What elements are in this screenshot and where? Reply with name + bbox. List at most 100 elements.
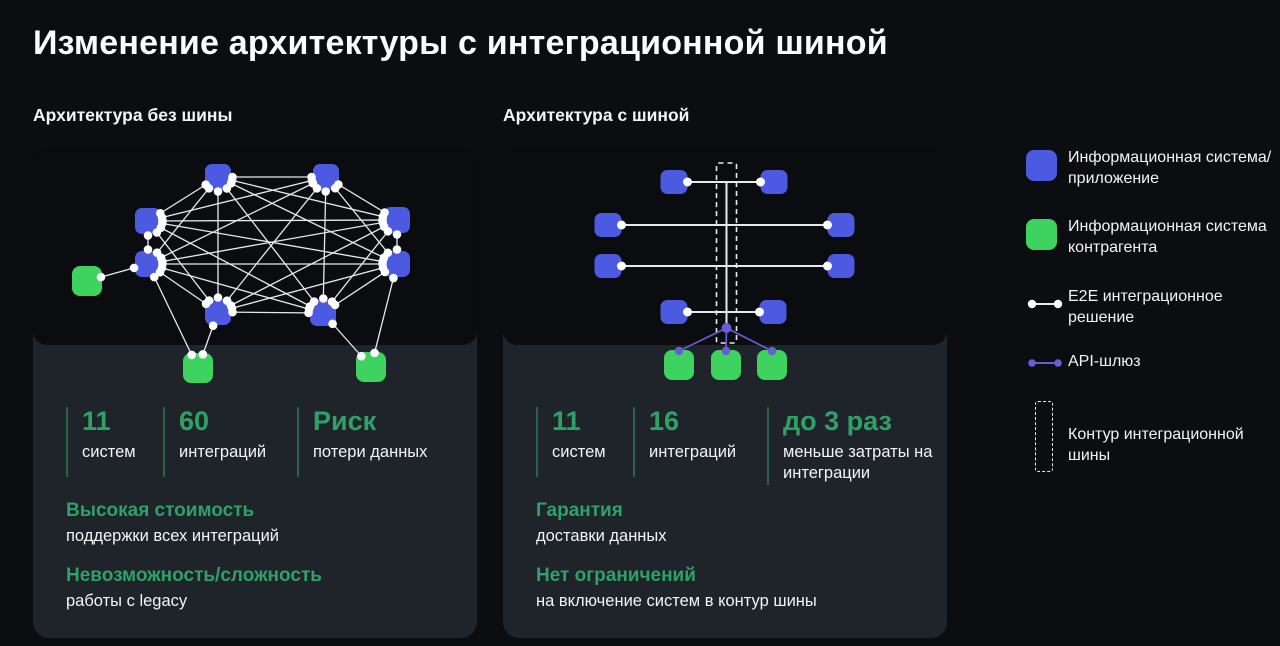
app-node — [205, 299, 231, 325]
bus-contour-icon — [1035, 401, 1053, 472]
connection-point — [156, 253, 166, 262]
connection-point — [392, 245, 402, 254]
integration-link — [147, 220, 324, 314]
connection-point — [213, 293, 223, 302]
partner-node — [757, 350, 787, 380]
legend-item-bus-contour: Контур интеграционной шины — [1022, 399, 1274, 472]
connection-point — [379, 253, 389, 262]
connection-point — [155, 267, 165, 277]
connection-point — [328, 319, 337, 329]
app-node — [135, 208, 161, 234]
integration-link — [217, 176, 324, 314]
connection-point — [305, 301, 315, 311]
note-item: Высокая стоимость поддержки всех интегра… — [66, 500, 459, 546]
connection-point — [756, 177, 765, 187]
app-node — [594, 254, 622, 278]
partner-node — [183, 353, 213, 383]
stat-systems: 11 систем — [536, 407, 628, 477]
app-node — [660, 300, 688, 324]
integration-link — [322, 312, 372, 368]
app-node — [384, 207, 410, 233]
connection-point — [198, 350, 208, 359]
partner-system-icon — [1026, 219, 1057, 250]
connection-point — [149, 272, 159, 282]
stat-value: 11 — [552, 406, 581, 436]
note-desc: доставки данных — [536, 526, 667, 545]
app-system-icon — [1026, 150, 1057, 181]
connection-point — [96, 272, 106, 282]
bus-diagram — [503, 148, 947, 380]
connection-point — [378, 263, 388, 273]
card-with-bus: 11 систем 16 интеграций до 3 раз меньше … — [503, 148, 947, 638]
connection-point — [327, 297, 337, 306]
integration-link — [322, 219, 398, 314]
page-title: Изменение архитектуры с интеграционной ш… — [33, 24, 888, 62]
stat-value: 60 — [179, 406, 210, 436]
note-desc: поддержки всех интеграций — [66, 526, 280, 545]
stat-label: интеграций — [649, 443, 737, 462]
connection-point — [378, 212, 388, 221]
integration-link — [217, 176, 327, 313]
connection-point — [683, 307, 692, 317]
app-node — [135, 251, 161, 277]
connection-point — [227, 303, 237, 313]
connection-point — [321, 187, 330, 196]
connection-point — [823, 220, 832, 230]
api-gateway-point — [674, 346, 684, 356]
app-node — [205, 164, 231, 190]
integration-link — [217, 176, 398, 221]
integration-link — [325, 176, 398, 265]
connection-point — [755, 307, 764, 317]
connection-point — [319, 294, 328, 303]
legend-label: E2E интеграционное решение — [1068, 288, 1223, 326]
legend-item-app: Информационная система/ приложение — [1022, 148, 1274, 190]
note-item: Невозможность/сложность работы с legacy — [66, 565, 459, 611]
left-notes: Высокая стоимость поддержки всех интегра… — [66, 500, 459, 631]
integration-link — [86, 263, 149, 282]
note-title: Невозможность/сложность — [66, 565, 322, 587]
connection-point — [380, 267, 390, 277]
connection-point — [378, 215, 387, 225]
legend-label: Контур интеграционной шины — [1068, 426, 1244, 464]
legend-label: API-шлюз — [1068, 353, 1141, 370]
integration-link — [147, 220, 219, 313]
integration-link — [147, 176, 219, 222]
connection-point — [156, 223, 166, 233]
note-item: Нет ограничений на включение систем в ко… — [536, 565, 929, 611]
app-node — [760, 170, 788, 194]
connection-point — [389, 273, 398, 283]
connection-point — [312, 184, 322, 193]
legend-item-partner: Информационная система контрагента — [1022, 217, 1274, 259]
connection-point — [152, 248, 162, 258]
app-node — [313, 164, 339, 190]
connection-point — [330, 300, 340, 310]
integration-link — [147, 176, 327, 265]
bus-contour — [715, 162, 738, 344]
connection-point — [617, 220, 626, 230]
note-title: Нет ограничений — [536, 565, 696, 587]
connection-point — [158, 216, 167, 226]
legend-label: Информационная система контрагента — [1068, 218, 1267, 256]
integration-link — [370, 263, 398, 368]
integration-link — [147, 176, 327, 222]
right-notes: Гарантия доставки данных Нет ограничений… — [536, 500, 929, 631]
partner-node — [664, 350, 694, 380]
connection-point — [304, 308, 313, 318]
stat-value: 11 — [82, 406, 111, 436]
connection-point — [334, 180, 343, 189]
connection-point — [228, 307, 237, 317]
stat-integrations: 60 интеграций — [163, 407, 291, 477]
integration-link — [147, 219, 398, 265]
integration-link — [322, 263, 398, 314]
connection-point — [226, 301, 236, 310]
mesh-diagram — [33, 148, 477, 383]
left-panel-title: Архитектура без шины — [33, 105, 233, 125]
api-gateway-link — [726, 327, 773, 352]
connection-point — [383, 227, 393, 236]
integration-link — [147, 263, 324, 314]
partner-node — [72, 266, 102, 296]
connection-point — [823, 261, 832, 271]
diagram-area — [33, 148, 477, 345]
stat-label: систем — [552, 443, 606, 462]
connection-point — [222, 296, 232, 305]
